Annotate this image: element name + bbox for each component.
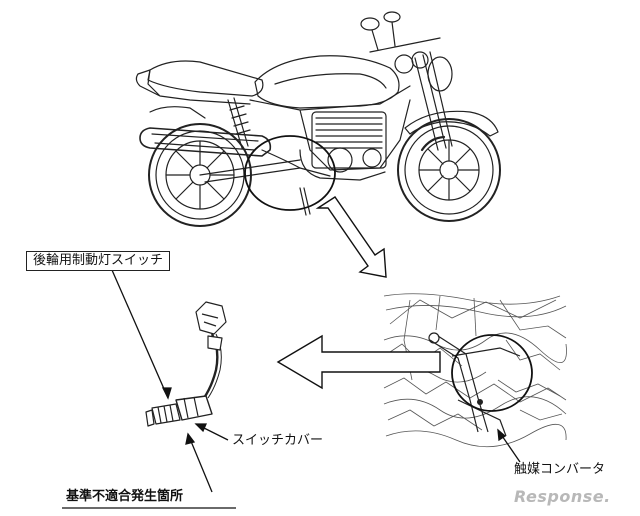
mirror-left bbox=[360, 17, 380, 31]
instrument-cluster-2 bbox=[411, 51, 429, 69]
rear-shock bbox=[227, 97, 251, 149]
mirror-right bbox=[383, 11, 401, 23]
response-watermark-logo: Response. bbox=[514, 487, 611, 506]
headlight bbox=[427, 56, 453, 92]
tail bbox=[135, 69, 251, 105]
motorcycle-drawing bbox=[135, 11, 501, 227]
swingarm bbox=[199, 159, 301, 183]
front-fender bbox=[404, 110, 499, 137]
brake-light-switch-drawing bbox=[145, 301, 227, 427]
handlebar bbox=[369, 37, 441, 53]
side-stand bbox=[299, 187, 311, 216]
instrument-cluster bbox=[394, 54, 414, 74]
nonconformity-location-label: 基準不適合発生箇所 bbox=[66, 489, 184, 504]
rear-brake-light-switch-label: 後輪用制動灯スイッチ bbox=[26, 251, 171, 271]
highlight-circle-detail bbox=[451, 334, 533, 412]
seat bbox=[147, 60, 264, 97]
leader-lines bbox=[111, 269, 521, 493]
front-wheel bbox=[397, 118, 501, 222]
switch-cover-label: スイッチカバー bbox=[232, 433, 324, 448]
arrow-to-detail bbox=[315, 196, 387, 278]
catalytic-converter-label: 触媒コンバータ bbox=[514, 462, 606, 477]
rear-fender bbox=[149, 106, 206, 119]
fuel-tank bbox=[254, 55, 400, 109]
mirror-stalk bbox=[371, 21, 396, 51]
front-fork bbox=[414, 51, 453, 151]
exhaust-muffler bbox=[139, 127, 331, 177]
arrow-to-switch bbox=[276, 334, 441, 390]
highlight-circle-bike bbox=[244, 135, 336, 211]
frame bbox=[249, 85, 411, 171]
